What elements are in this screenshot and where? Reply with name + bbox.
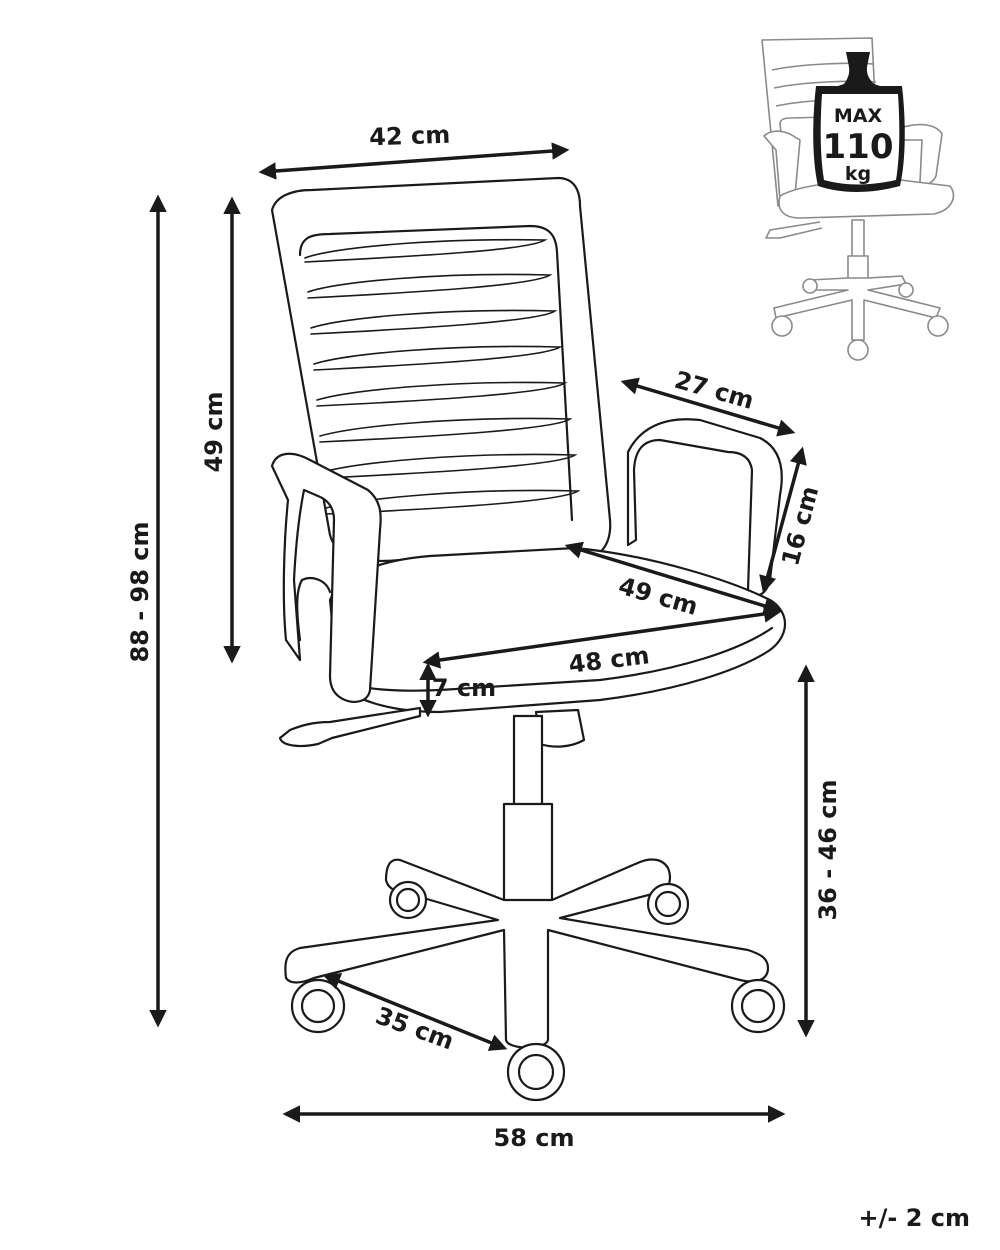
- label-armrest-height: 16 cm: [776, 483, 824, 568]
- gas-lift-cover: [502, 802, 554, 916]
- arrow-leg-length: [322, 973, 508, 1051]
- arrow-back-width: [258, 142, 570, 180]
- backrest-mesh: [304, 238, 581, 515]
- label-total-height: 88 - 98 cm: [126, 521, 154, 662]
- load-value: 110: [823, 127, 894, 167]
- load-unit: kg: [845, 163, 871, 185]
- left-armrest: [270, 452, 382, 703]
- seat: [328, 546, 786, 714]
- seat-mechanism: [534, 708, 586, 748]
- load-label: MAX: [834, 105, 883, 127]
- left-armrest-support: [296, 576, 332, 642]
- label-seat-thickness: 7 cm: [432, 674, 496, 702]
- label-seat-height: 36 - 46 cm: [814, 779, 842, 920]
- backrest-mesh-frame: [298, 224, 574, 522]
- gas-lift-upper: [512, 714, 544, 810]
- tolerance-note: +/- 2 cm: [859, 1204, 970, 1232]
- dimension-arrows: [149, 142, 815, 1123]
- arrow-seat-depth: [564, 541, 782, 615]
- weight-icon: MAX 110 kg: [813, 52, 905, 192]
- label-leg-length: 35 cm: [372, 1001, 458, 1055]
- height-lever: [278, 706, 422, 748]
- arrow-seat-width: [422, 605, 782, 669]
- label-base-width: 58 cm: [494, 1124, 575, 1152]
- label-back-width: 42 cm: [369, 121, 451, 152]
- arrow-armrest-depth: [620, 377, 796, 437]
- label-back-height: 49 cm: [200, 392, 228, 473]
- chair-drawing: [270, 176, 786, 1102]
